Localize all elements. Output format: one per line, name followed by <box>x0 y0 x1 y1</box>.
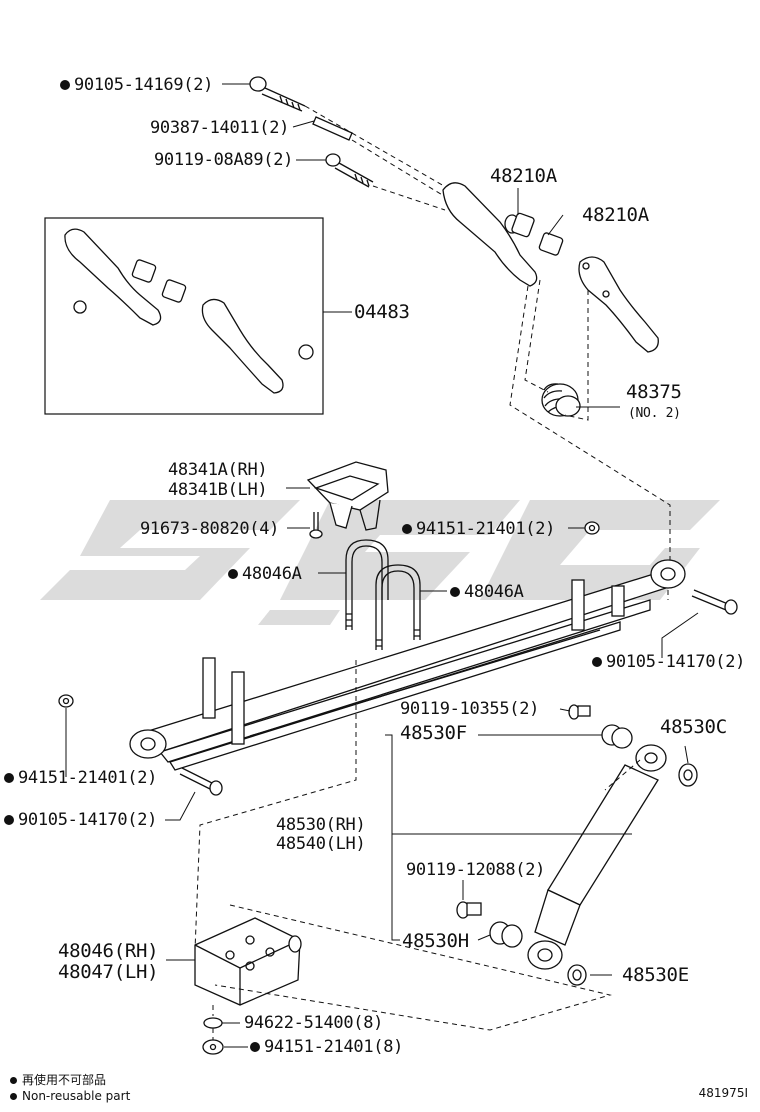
label-48046A-left[interactable]: 48046A <box>228 564 302 584</box>
legend-line-en: Non-reusable part <box>10 1089 130 1103</box>
label-90105-14170-left[interactable]: 90105-14170(2) <box>4 810 157 830</box>
spring-seat-plate <box>194 917 302 1006</box>
figure-number: 481975I <box>698 1086 748 1100</box>
legend-dot-icon <box>10 1077 17 1084</box>
bolt-90119-10355 <box>568 704 591 720</box>
label-90119-10355[interactable]: 90119-10355(2) <box>400 699 540 719</box>
label-94151-21401-top[interactable]: 94151-21401(2) <box>402 519 555 539</box>
label-94622-51400[interactable]: 94622-51400(8) <box>244 1013 384 1033</box>
kit-box-04483 <box>44 217 324 415</box>
label-48530F[interactable]: 48530F <box>400 722 467 744</box>
label-48530H[interactable]: 48530H <box>402 930 469 952</box>
bolt-90105-14169 <box>249 76 306 112</box>
non-reusable-dot-icon <box>4 815 14 825</box>
washer-48530E <box>567 964 587 986</box>
nut-94151-bottom <box>202 1039 224 1055</box>
bolt-90119-12088 <box>456 901 482 919</box>
shock-absorber <box>527 744 667 970</box>
label-48341A-rh[interactable]: 48341A(RH) <box>168 460 268 480</box>
bolt-90119-08A89 <box>325 153 374 188</box>
non-reusable-dot-icon <box>592 657 602 667</box>
label-94151-21401-bottom[interactable]: 94151-21401(8) <box>250 1037 403 1057</box>
label-90387-14011[interactable]: 90387-14011(2) <box>150 118 290 138</box>
label-90119-12088[interactable]: 90119-12088(2) <box>406 860 546 880</box>
bolt-91673-80820 <box>309 512 323 539</box>
label-48530C[interactable]: 48530C <box>660 716 727 738</box>
bolt-90105-14170-right <box>691 589 738 615</box>
bushing-48530H <box>489 921 523 948</box>
leader-lines <box>65 83 699 1048</box>
nut-94151-top <box>584 521 600 535</box>
non-reusable-dot-icon <box>402 524 412 534</box>
label-91673-80820[interactable]: 91673-80820(4) <box>140 519 280 539</box>
nut-94151-left <box>58 694 74 708</box>
bolt-90105-14170-left <box>179 767 223 796</box>
label-48047-lh[interactable]: 48047(LH) <box>58 961 159 983</box>
leaf-spring <box>129 559 686 771</box>
u-bolt-left <box>345 539 389 630</box>
label-48046A-right[interactable]: 48046A <box>450 582 524 602</box>
label-48210A-upper[interactable]: 48210A <box>490 165 557 187</box>
label-04483[interactable]: 04483 <box>354 301 410 323</box>
non-reusable-dot-icon <box>228 569 238 579</box>
u-bolt-right <box>375 564 421 650</box>
label-48530E[interactable]: 48530E <box>622 964 689 986</box>
label-48341B-lh[interactable]: 48341B(LH) <box>168 480 268 500</box>
label-48530-rh[interactable]: 48530(RH) <box>276 815 366 835</box>
watermark-logo <box>40 500 720 625</box>
bracket-48341 <box>306 461 389 531</box>
non-reusable-dot-icon <box>450 587 460 597</box>
label-48210A-lower[interactable]: 48210A <box>582 204 649 226</box>
non-reusable-dot-icon <box>250 1042 260 1052</box>
bushing-48530F <box>601 724 633 749</box>
washer-94622 <box>203 1017 223 1029</box>
washer-48530C <box>678 763 698 787</box>
label-90105-14169[interactable]: 90105-14169(2) <box>60 75 213 95</box>
pin-90387-14011 <box>312 116 353 141</box>
label-48375-no2: (NO. 2) <box>628 406 681 421</box>
legend-line-jp: 再使用不可部品 <box>10 1071 106 1088</box>
label-48540-lh[interactable]: 48540(LH) <box>276 834 366 854</box>
label-90119-08A89[interactable]: 90119-08A89(2) <box>154 150 294 170</box>
label-94151-21401-left[interactable]: 94151-21401(2) <box>4 768 157 788</box>
legend-dot-icon <box>10 1093 17 1100</box>
non-reusable-dot-icon <box>4 773 14 783</box>
label-48375[interactable]: 48375 <box>626 381 682 403</box>
kit-parts <box>64 228 314 394</box>
label-90105-14170-right[interactable]: 90105-14170(2) <box>592 652 745 672</box>
bumper-48375 <box>541 383 581 417</box>
label-48046-rh[interactable]: 48046(RH) <box>58 940 159 962</box>
assembly-dashed-lines <box>194 105 671 1040</box>
shackle-48210A <box>442 182 659 353</box>
non-reusable-dot-icon <box>60 80 70 90</box>
